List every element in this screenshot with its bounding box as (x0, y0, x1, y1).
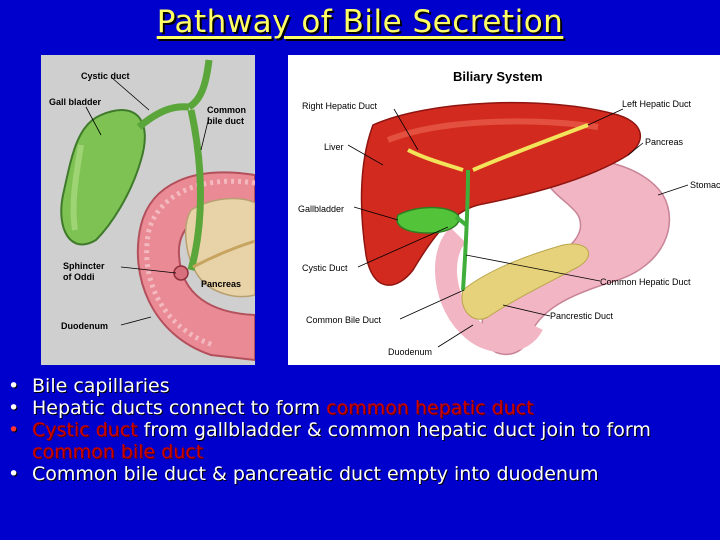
liver-shape (360, 101, 642, 286)
cystic-duct-shape (136, 103, 190, 130)
bullet-2-text: Hepatic ducts connect to form (32, 397, 327, 419)
label-duodenum-left: Duodenum (61, 321, 108, 331)
label-sphincter-2: of Oddi (63, 272, 95, 282)
right-diagram-svg: Biliary System Righ (288, 55, 720, 365)
label-common-bile-duct-right: Common Bile Duct (306, 315, 382, 325)
bullet-3-highlight-1: Cystic duct (32, 419, 138, 441)
label-pancreas-left: Pancreas (201, 279, 241, 289)
bullet-3-highlight-2: common bile duct (32, 441, 204, 463)
slide-title: Pathway of Bile Secretion (156, 4, 564, 40)
bullet-2-highlight: common hepatic duct (326, 397, 534, 419)
label-common-bile-duct-1: Common (207, 105, 246, 115)
label-pancreas-right: Pancreas (645, 137, 684, 147)
label-left-hepatic-duct: Left Hepatic Duct (622, 99, 692, 109)
label-duodenum-right: Duodenum (388, 347, 432, 357)
duodenum-shape (136, 171, 256, 362)
common-bile-duct-shape (187, 109, 204, 271)
duodenum-right-shape (435, 227, 543, 353)
label-gall-bladder: Gall bladder (49, 97, 102, 107)
bullet-3-text: from gallbladder & common hepatic duct j… (137, 419, 651, 441)
left-diagram-svg: Cystic duct Gall bladder Common bile duc… (41, 55, 256, 365)
pancreas-shape (184, 197, 256, 298)
label-right-hepatic-duct: Right Hepatic Duct (302, 101, 378, 111)
label-stomach: Stomach (690, 180, 720, 190)
label-cystic-duct: Cystic duct (81, 71, 130, 81)
biliary-system-title: Biliary System (453, 69, 543, 84)
label-cystic-duct-right: Cystic Duct (302, 263, 348, 273)
label-sphincter-1: Sphincter (63, 261, 105, 271)
biliary-system-diagram: Biliary System Righ (288, 55, 720, 365)
bullet-1: Bile capillaries (6, 375, 716, 397)
gallbladder-right-shape (396, 206, 460, 234)
bullet-list: Bile capillaries Hepatic ducts connect t… (6, 375, 716, 485)
label-common-bile-duct-2: bile duct (207, 116, 244, 126)
label-pancreatic-duct: Pancrestic Duct (550, 311, 614, 321)
bullet-2: Hepatic ducts connect to form common hep… (6, 397, 716, 419)
bullet-4-text: Common bile duct & pancreatic duct empty… (32, 463, 599, 485)
bullet-4: Common bile duct & pancreatic duct empty… (6, 463, 716, 485)
label-liver: Liver (324, 142, 344, 152)
bullet-3: Cystic duct from gallbladder & common he… (6, 419, 716, 463)
pancreas-right-shape (461, 243, 590, 320)
label-common-hepatic-duct: Common Hepatic Duct (600, 277, 691, 287)
label-gallbladder-right: Gallbladder (298, 204, 344, 214)
bullet-1-text: Bile capillaries (32, 375, 170, 397)
left-anatomy-diagram: Cystic duct Gall bladder Common bile duc… (41, 55, 256, 365)
